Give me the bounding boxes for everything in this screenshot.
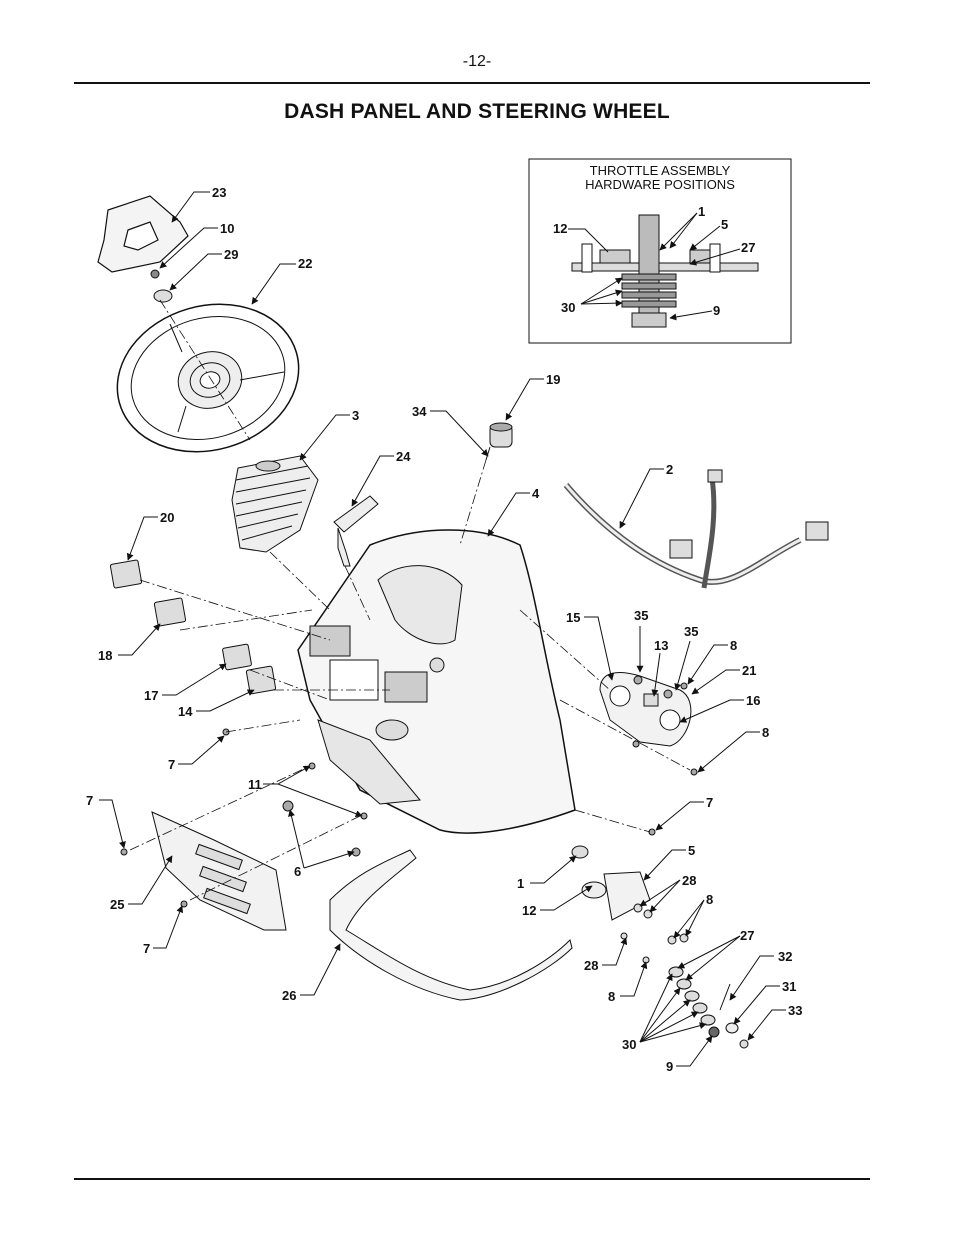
inset-callout-1: 1 xyxy=(698,204,705,219)
inset-callout-9: 9 xyxy=(713,303,720,318)
callout-29: 29 xyxy=(224,247,238,262)
inset-callout-30: 30 xyxy=(561,300,575,315)
callout-8-b: 8 xyxy=(762,725,769,740)
callout-27: 27 xyxy=(740,928,754,943)
callout-1: 1 xyxy=(517,876,524,891)
instrument-cluster-part xyxy=(599,672,692,747)
header-rule xyxy=(74,82,870,84)
callout-32: 32 xyxy=(778,949,792,964)
callout-34: 34 xyxy=(412,404,427,419)
lower-trim-part xyxy=(329,849,573,1001)
callout-14: 14 xyxy=(178,704,193,719)
callout-6: 6 xyxy=(294,864,301,879)
callout-13: 13 xyxy=(654,638,668,653)
wire-harness-part xyxy=(563,469,829,589)
ignition-switch-part xyxy=(485,422,513,461)
callout-4: 4 xyxy=(532,486,540,501)
callout-7-c: 7 xyxy=(143,941,150,956)
callout-19: 19 xyxy=(546,372,560,387)
callout-5: 5 xyxy=(688,843,695,858)
steering-wheel-part xyxy=(116,303,300,453)
inset-callout-12: 12 xyxy=(553,221,567,236)
throttle-lever-part xyxy=(333,495,379,567)
callout-9: 9 xyxy=(666,1059,673,1074)
callout-28-a: 28 xyxy=(682,873,696,888)
callout-33: 33 xyxy=(788,1003,802,1018)
callout-18: 18 xyxy=(98,648,112,663)
callout-8-d: 8 xyxy=(608,989,615,1004)
callout-35-a: 35 xyxy=(634,608,648,623)
callout-2: 2 xyxy=(666,462,673,477)
access-cover-part xyxy=(151,811,287,931)
callout-16: 16 xyxy=(746,693,760,708)
callout-21: 21 xyxy=(742,663,756,678)
page-title: DASH PANEL AND STEERING WHEEL xyxy=(284,100,670,123)
callout-25: 25 xyxy=(110,897,124,912)
steering-cap-part xyxy=(97,195,189,273)
callout-35-b: 35 xyxy=(684,624,698,639)
callout-leaders xyxy=(99,191,786,1067)
inset-title-line-1: THROTTLE ASSEMBLY xyxy=(589,163,731,178)
callout-23: 23 xyxy=(212,185,226,200)
callout-28-b: 28 xyxy=(584,958,598,973)
footer-rule xyxy=(74,1178,870,1180)
inset-callout-5: 5 xyxy=(721,217,728,232)
assembly-centerlines xyxy=(129,299,691,901)
callout-20: 20 xyxy=(160,510,174,525)
callout-10: 10 xyxy=(220,221,234,236)
callout-31: 31 xyxy=(782,979,796,994)
callout-8-a: 8 xyxy=(730,638,737,653)
inset-title-line-2: HARDWARE POSITIONS xyxy=(585,177,735,192)
callout-7-b: 7 xyxy=(86,793,93,808)
callout-7-d: 7 xyxy=(706,795,713,810)
callout-8-c: 8 xyxy=(706,892,713,907)
throttle-hardware-inset: 12 1 5 27 30 9 xyxy=(528,158,792,344)
steering-boot-part xyxy=(231,455,319,553)
callout-15: 15 xyxy=(566,610,580,625)
callout-11: 11 xyxy=(248,777,262,792)
rocker-switches xyxy=(109,559,277,695)
washer-part xyxy=(153,289,173,303)
inset-callout-27: 27 xyxy=(741,240,755,255)
nut-part xyxy=(150,269,160,279)
callout-3: 3 xyxy=(352,408,359,423)
callout-labels: 23 10 29 22 3 24 19 34 2 4 20 18 17 14 1… xyxy=(86,185,802,1074)
callout-30: 30 xyxy=(622,1037,636,1052)
callout-17: 17 xyxy=(144,688,158,703)
callout-24: 24 xyxy=(396,449,411,464)
callout-22: 22 xyxy=(298,256,312,271)
callout-7-a: 7 xyxy=(168,757,175,772)
callout-26: 26 xyxy=(282,988,296,1003)
page-number: -12- xyxy=(462,53,492,70)
throttle-hardware-parts xyxy=(571,845,749,1049)
callout-12: 12 xyxy=(522,903,536,918)
inset-title: THROTTLE ASSEMBLY HARDWARE POSITIONS xyxy=(529,164,791,192)
dash-panel-part xyxy=(297,529,576,834)
